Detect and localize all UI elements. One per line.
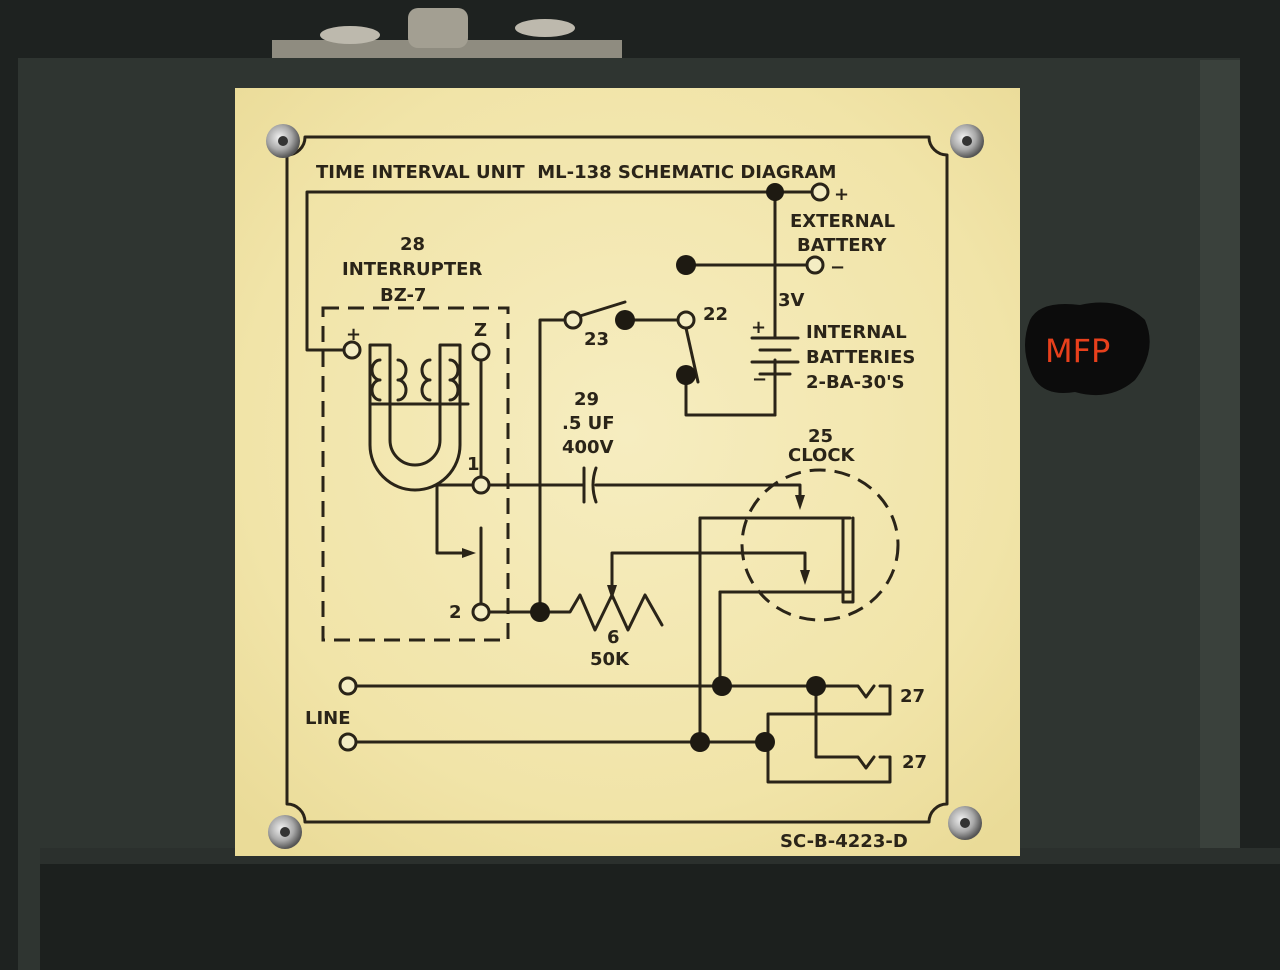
interrupter-model: BZ-7 xyxy=(380,285,426,306)
top-hinge xyxy=(272,40,622,58)
terminal-plus-label: + xyxy=(346,324,361,345)
internal-label-2: BATTERIES xyxy=(806,347,915,368)
case-side-right xyxy=(1200,60,1240,960)
plate-title: TIME INTERVAL UNIT ML-138 SCHEMATIC DIAG… xyxy=(316,162,836,183)
capacitor-number: 29 xyxy=(574,389,599,410)
mfp-sticker xyxy=(1025,302,1150,396)
capacitor-voltage: 400V xyxy=(562,437,614,458)
mfp-sticker-text: MFP xyxy=(1045,332,1110,370)
line-label: LINE xyxy=(305,708,351,729)
external-plus: + xyxy=(834,184,849,205)
lid-front xyxy=(40,850,1280,970)
clock-number: 25 xyxy=(808,426,833,447)
screw-top-left xyxy=(320,26,380,44)
internal-label-3: 2-BA-30'S xyxy=(806,372,905,393)
plate xyxy=(235,88,1020,856)
voltage-label: 3V xyxy=(778,290,805,311)
resistor-value: 50K xyxy=(590,649,630,670)
screw-top-right xyxy=(515,19,575,37)
resistor-number: 6 xyxy=(607,627,620,648)
junction-dots xyxy=(530,183,826,752)
external-label-1: EXTERNAL xyxy=(790,211,895,232)
terminal-1-label: 1 xyxy=(467,454,480,475)
interrupter-name: INTERRUPTER xyxy=(342,259,482,280)
battery-minus: − xyxy=(752,369,767,390)
terminals xyxy=(338,182,830,752)
drawing-number: SC-B-4223-D xyxy=(780,831,908,852)
interrupter-number: 28 xyxy=(400,234,425,255)
switch-23-label: 23 xyxy=(584,329,609,350)
terminal-z-label: Z xyxy=(474,320,487,341)
external-label-2: BATTERY xyxy=(797,235,887,256)
switch-22-label: 22 xyxy=(703,304,728,325)
knob xyxy=(408,8,468,48)
terminal-2-label: 2 xyxy=(449,602,462,623)
battery-plus: + xyxy=(751,317,766,338)
mounting-screws xyxy=(266,124,984,849)
internal-label-1: INTERNAL xyxy=(806,322,907,343)
wiring xyxy=(305,190,900,784)
external-minus: − xyxy=(830,257,845,278)
jack-27-lower: 27 xyxy=(902,752,927,773)
jack-27-upper: 27 xyxy=(900,686,925,707)
capacitor-value: .5 UF xyxy=(562,413,615,434)
clock-name: CLOCK xyxy=(788,445,856,466)
